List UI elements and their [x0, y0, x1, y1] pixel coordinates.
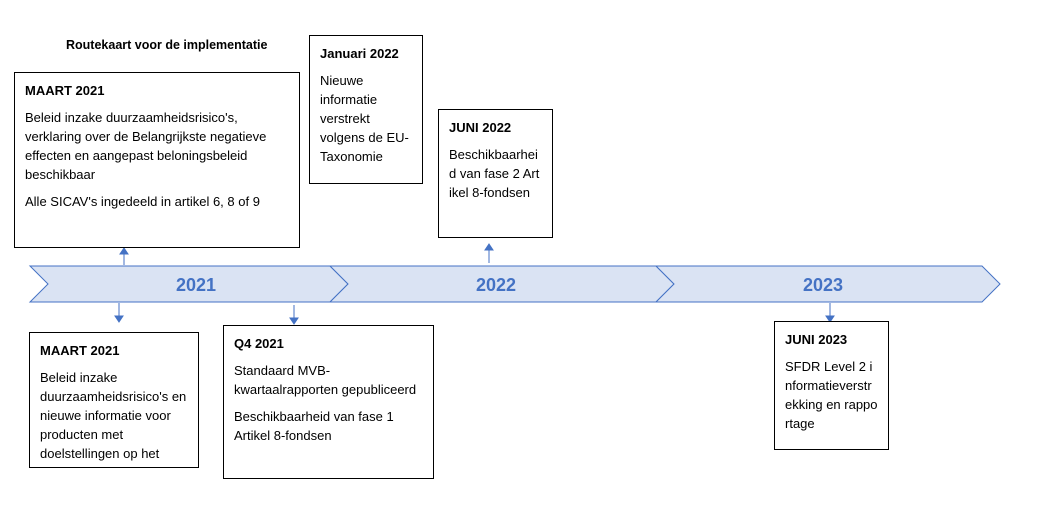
diagram-title: Routekaart voor de implementatie: [66, 38, 268, 52]
arrowhead-maart2021-bottom: [114, 315, 124, 323]
milestone-date: JUNI 2022: [449, 120, 512, 135]
milestone-text: Beleid inzake duurzaamheidsrisico's en n…: [40, 370, 187, 461]
milestone-juni2023: JUNI 2023 SFDR Level 2 informatieverstre…: [774, 321, 889, 450]
milestone-maart2021-bottom: MAART 2021 Beleid inzake duurzaamheidsri…: [29, 332, 199, 468]
chevron-2023: [654, 265, 1001, 303]
milestone-date: Q4 2021: [234, 336, 284, 351]
year-label-2022: 2022: [476, 275, 516, 295]
milestone-januari2022: Januari 2022 Nieuwe informatie verstrekt…: [309, 35, 423, 184]
milestone-text: Alle SICAV's ingedeeld in artikel 6, 8 o…: [25, 194, 260, 209]
arrowhead-maart2021-top: [119, 247, 129, 255]
milestone-q42021: Q4 2021 Standaard MVB-kwartaalrapporten …: [223, 325, 434, 479]
milestone-text: Beleid inzake duurzaamheidsrisico's, ver…: [25, 110, 267, 182]
arrowhead-juni2023: [825, 315, 835, 323]
milestone-juni2022: JUNI 2022 Beschikbaarheid van fase 2 Art…: [438, 109, 553, 238]
year-label-2023: 2023: [803, 275, 843, 295]
milestone-date: JUNI 2023: [785, 332, 848, 347]
milestone-text: Nieuwe informatie verstrekt volgens de E…: [320, 73, 409, 164]
milestone-text: Beschikbaarheid van fase 1 Artikel 8-fon…: [234, 409, 394, 443]
milestone-date: Januari 2022: [320, 46, 399, 61]
milestone-date: MAART 2021: [25, 83, 105, 98]
arrowhead-q42021: [289, 317, 299, 325]
milestone-text: SFDR Level 2 informatieverstrekking en r…: [785, 359, 878, 431]
milestone-text: Standaard MVB-kwartaalrapporten gepublic…: [234, 363, 417, 397]
arrowhead-juni2022: [484, 243, 494, 251]
milestone-maart2021-top: MAART 2021 Beleid inzake duurzaamheidsri…: [14, 72, 300, 248]
year-label-2021: 2021: [176, 275, 216, 295]
milestone-text: Beschikbaarheid van fase 2 Artikel 8-fon…: [449, 147, 540, 200]
milestone-date: MAART 2021: [40, 343, 120, 358]
